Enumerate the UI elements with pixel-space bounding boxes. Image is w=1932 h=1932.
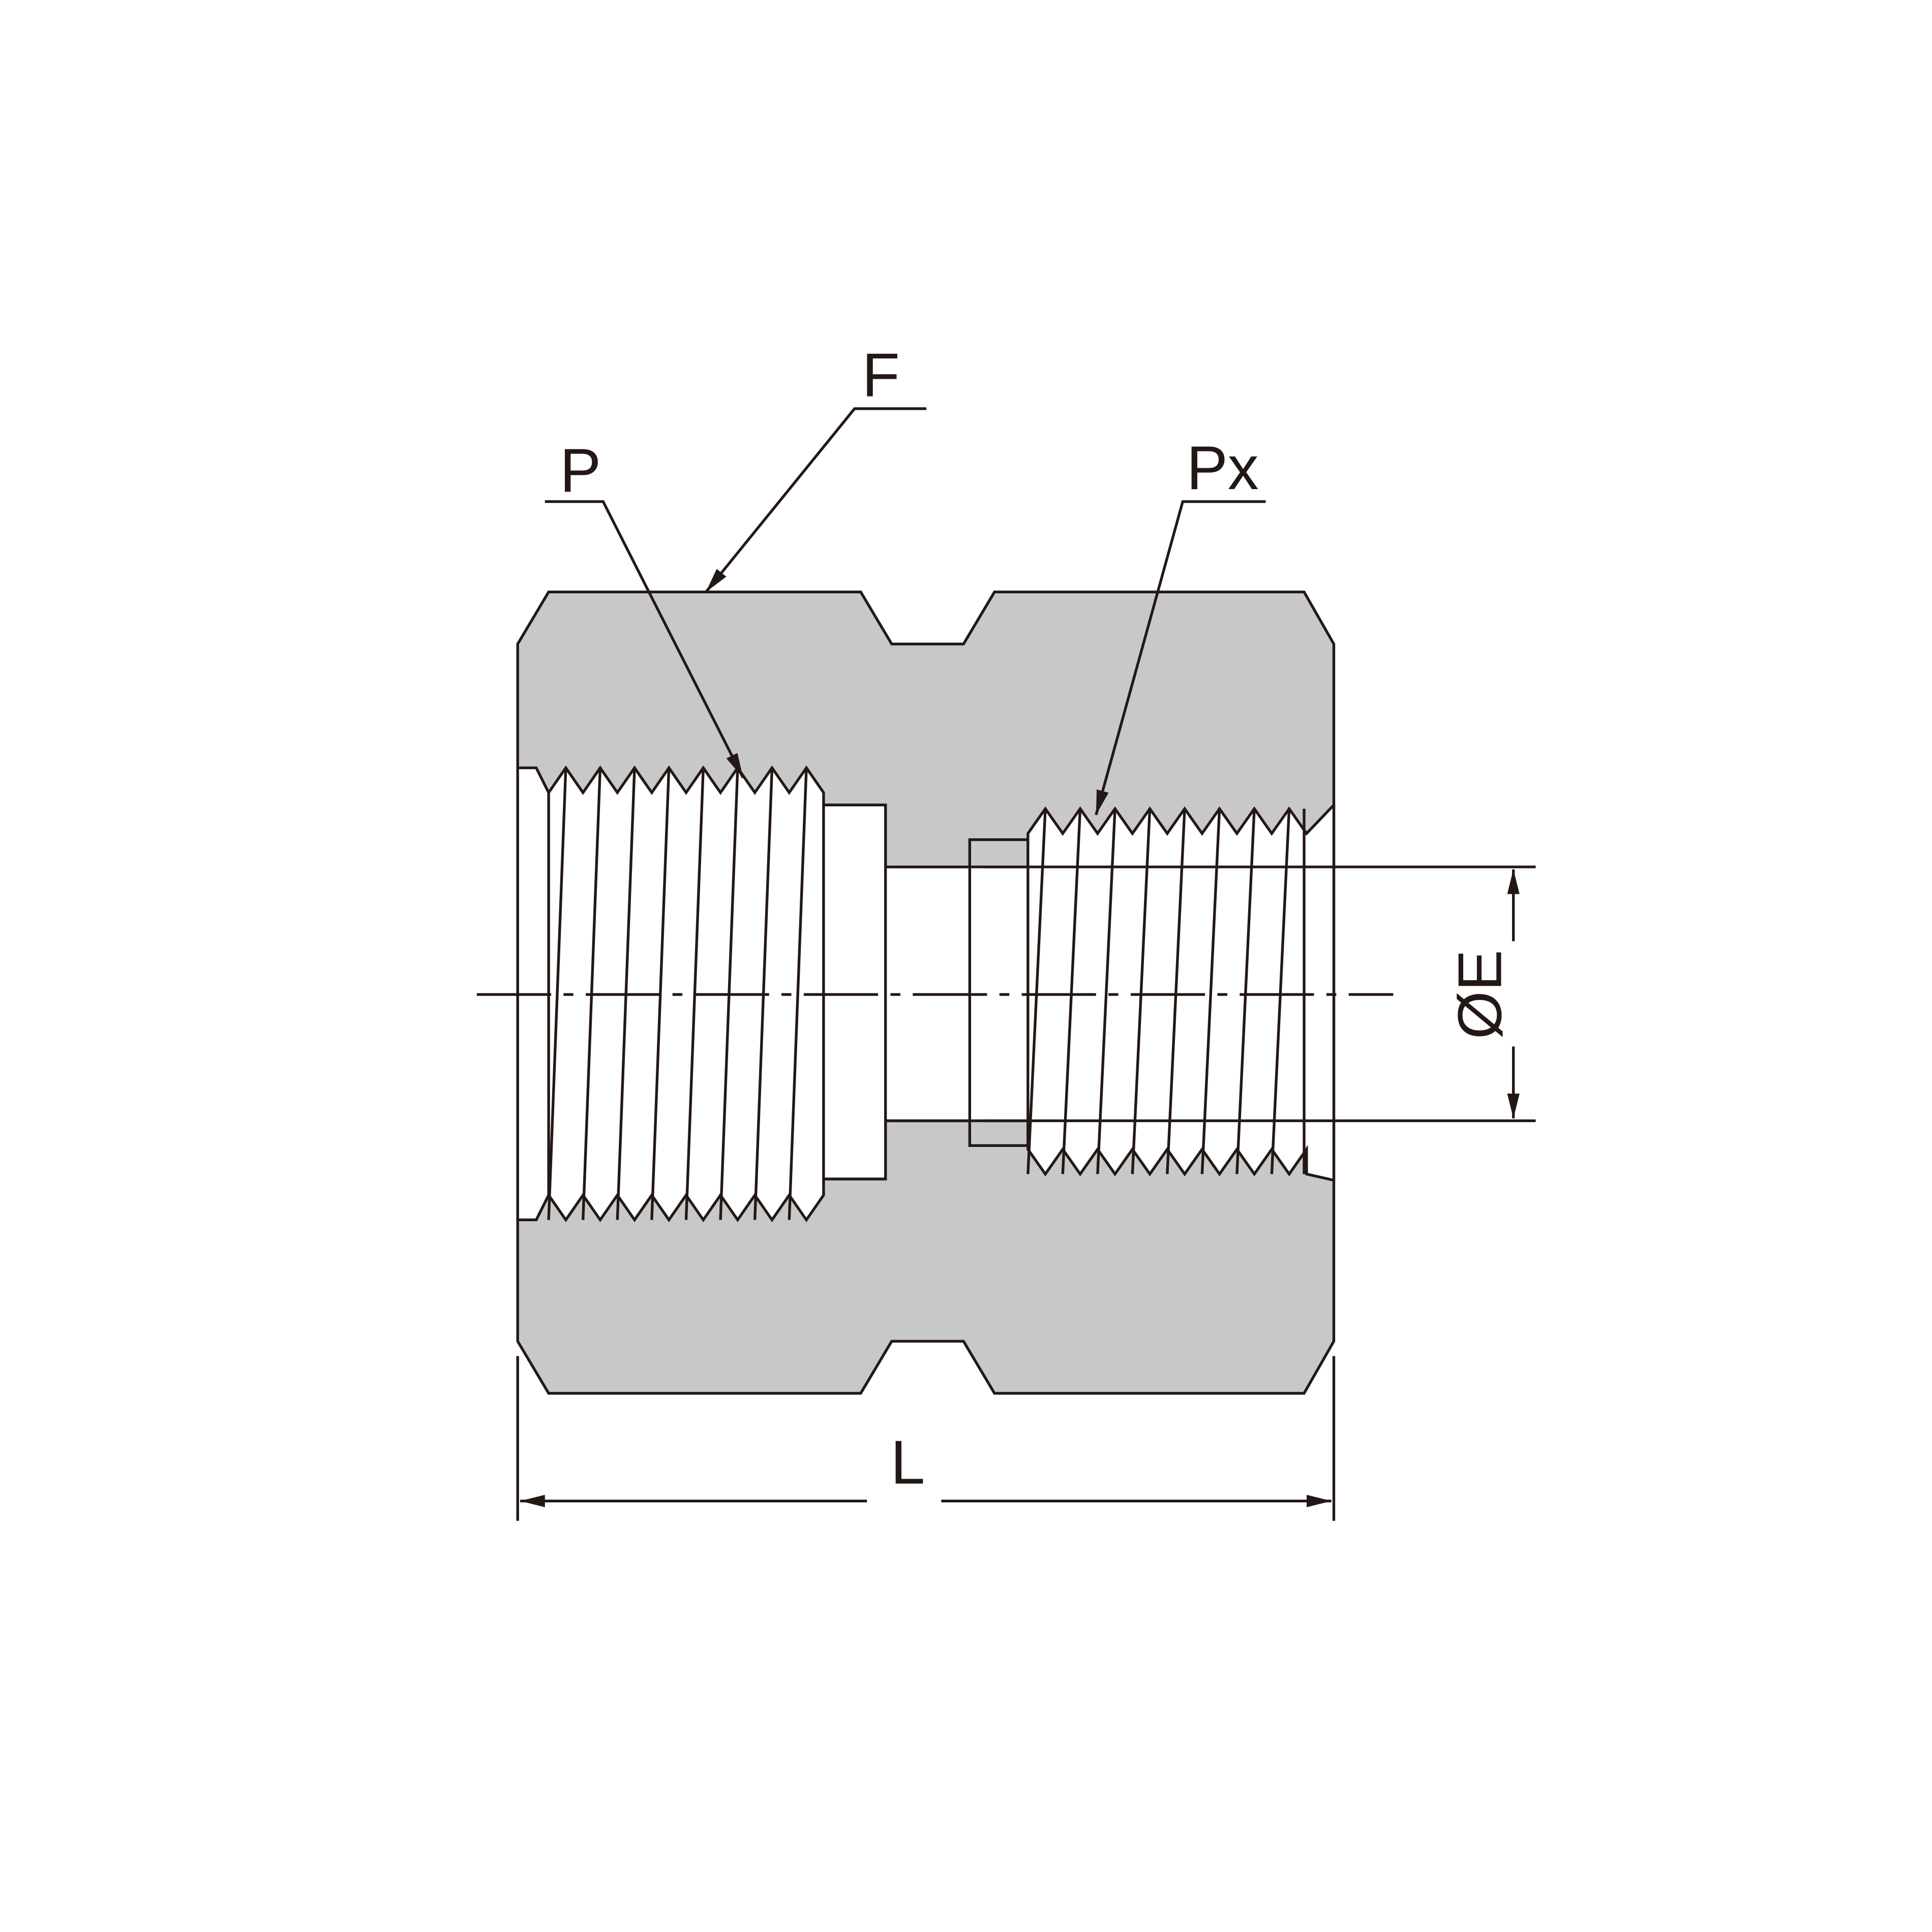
label-Px: Px — [1187, 433, 1259, 502]
thread-crest-line — [1270, 808, 1291, 1174]
thread-crest-line — [1096, 808, 1116, 1174]
thread-crest-line — [1200, 808, 1221, 1174]
thread-crest-line — [650, 768, 671, 1220]
right-counterbore — [968, 838, 1030, 1147]
thread-crest-line — [1061, 808, 1082, 1174]
dimension-E: ØE — [984, 865, 1536, 1123]
thread-crest-line — [684, 768, 705, 1220]
label-P: P — [560, 436, 601, 505]
thread-crest-line — [788, 768, 808, 1220]
thread-crest-line — [1235, 808, 1256, 1174]
dimension-L: L — [516, 1356, 1336, 1521]
leader-F: F — [705, 340, 927, 593]
leader-Px: Px — [1095, 433, 1266, 816]
left-counterbore — [822, 803, 887, 1181]
thread-crest-line — [1027, 808, 1047, 1174]
leader-P: P — [545, 436, 744, 778]
thread-crest-line — [1131, 808, 1152, 1174]
label-F: F — [862, 340, 899, 409]
thread-crest-line — [1166, 808, 1186, 1174]
thread-crest-line — [547, 768, 567, 1220]
label-L: L — [891, 1428, 925, 1497]
label-E: ØE — [1445, 950, 1514, 1039]
thread-lines — [547, 768, 1291, 1220]
